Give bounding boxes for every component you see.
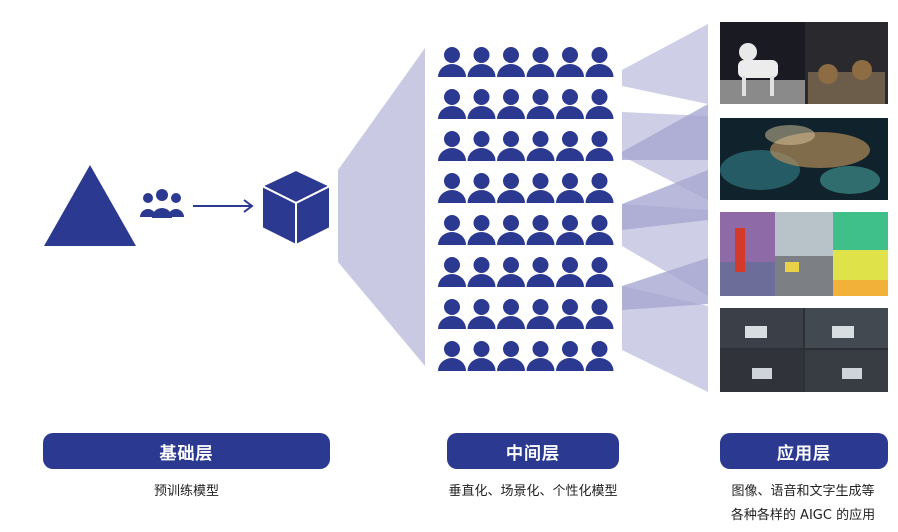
person-icon [526,89,555,119]
person-icon [526,173,555,203]
person-icon [526,215,555,245]
person-icon [467,131,496,161]
app-image-driving-scenes [720,308,888,392]
person-icon [556,299,584,329]
person-icon [526,257,555,287]
cube-icon [261,169,331,246]
person-icon [585,47,614,77]
person-icon [585,131,614,161]
person-icon [556,89,584,119]
foundation-layer-label: 基础层 [43,433,330,469]
people-crowd [438,47,614,371]
person-icon [497,89,525,119]
person-icon [556,131,584,161]
person-icon [438,257,466,287]
person-icon [585,341,614,371]
output-beams [622,24,708,392]
people-group-icon [140,189,184,218]
person-icon [585,257,614,287]
person-icon [526,341,555,371]
person-icon [556,257,584,287]
triangle-icon [44,165,136,246]
person-icon [467,173,496,203]
foundation-layer-caption: 预训练模型 [153,484,219,499]
app-image-abstract-fluid [720,118,888,200]
person-icon [438,341,466,371]
application-layer-caption-line2: 各种各样的 AIGC 的应用 [730,508,876,523]
person-icon [467,47,496,77]
app-image-space-horse [720,22,888,104]
person-icon [467,299,496,329]
person-icon [585,215,614,245]
person-icon [438,299,466,329]
person-icon [467,341,496,371]
middle-layer-label: 中间层 [447,433,619,469]
person-icon [467,89,496,119]
person-icon [497,131,525,161]
person-icon [497,341,525,371]
arrow-right-icon [193,199,254,213]
person-icon [526,47,555,77]
person-icon [497,173,525,203]
person-icon [438,131,466,161]
person-icon [556,215,584,245]
person-icon [438,215,466,245]
application-layer-caption-line1: 图像、语音和文字生成等 [731,484,875,499]
person-icon [556,173,584,203]
application-layer-label: 应用层 [720,433,888,469]
person-icon [497,47,525,77]
person-icon [556,341,584,371]
person-icon [526,299,555,329]
person-icon [526,131,555,161]
person-icon [497,257,525,287]
person-icon [438,173,466,203]
person-icon [585,299,614,329]
person-icon [497,299,525,329]
person-icon [497,215,525,245]
person-icon [585,89,614,119]
person-icon [467,215,496,245]
person-icon [585,173,614,203]
funnel-beam [338,48,425,366]
person-icon [438,89,466,119]
app-image-street-segmentation [720,212,888,296]
person-icon [467,257,496,287]
person-icon [556,47,584,77]
person-icon [438,47,466,77]
middle-layer-caption: 垂直化、场景化、个性化模型 [448,484,618,499]
